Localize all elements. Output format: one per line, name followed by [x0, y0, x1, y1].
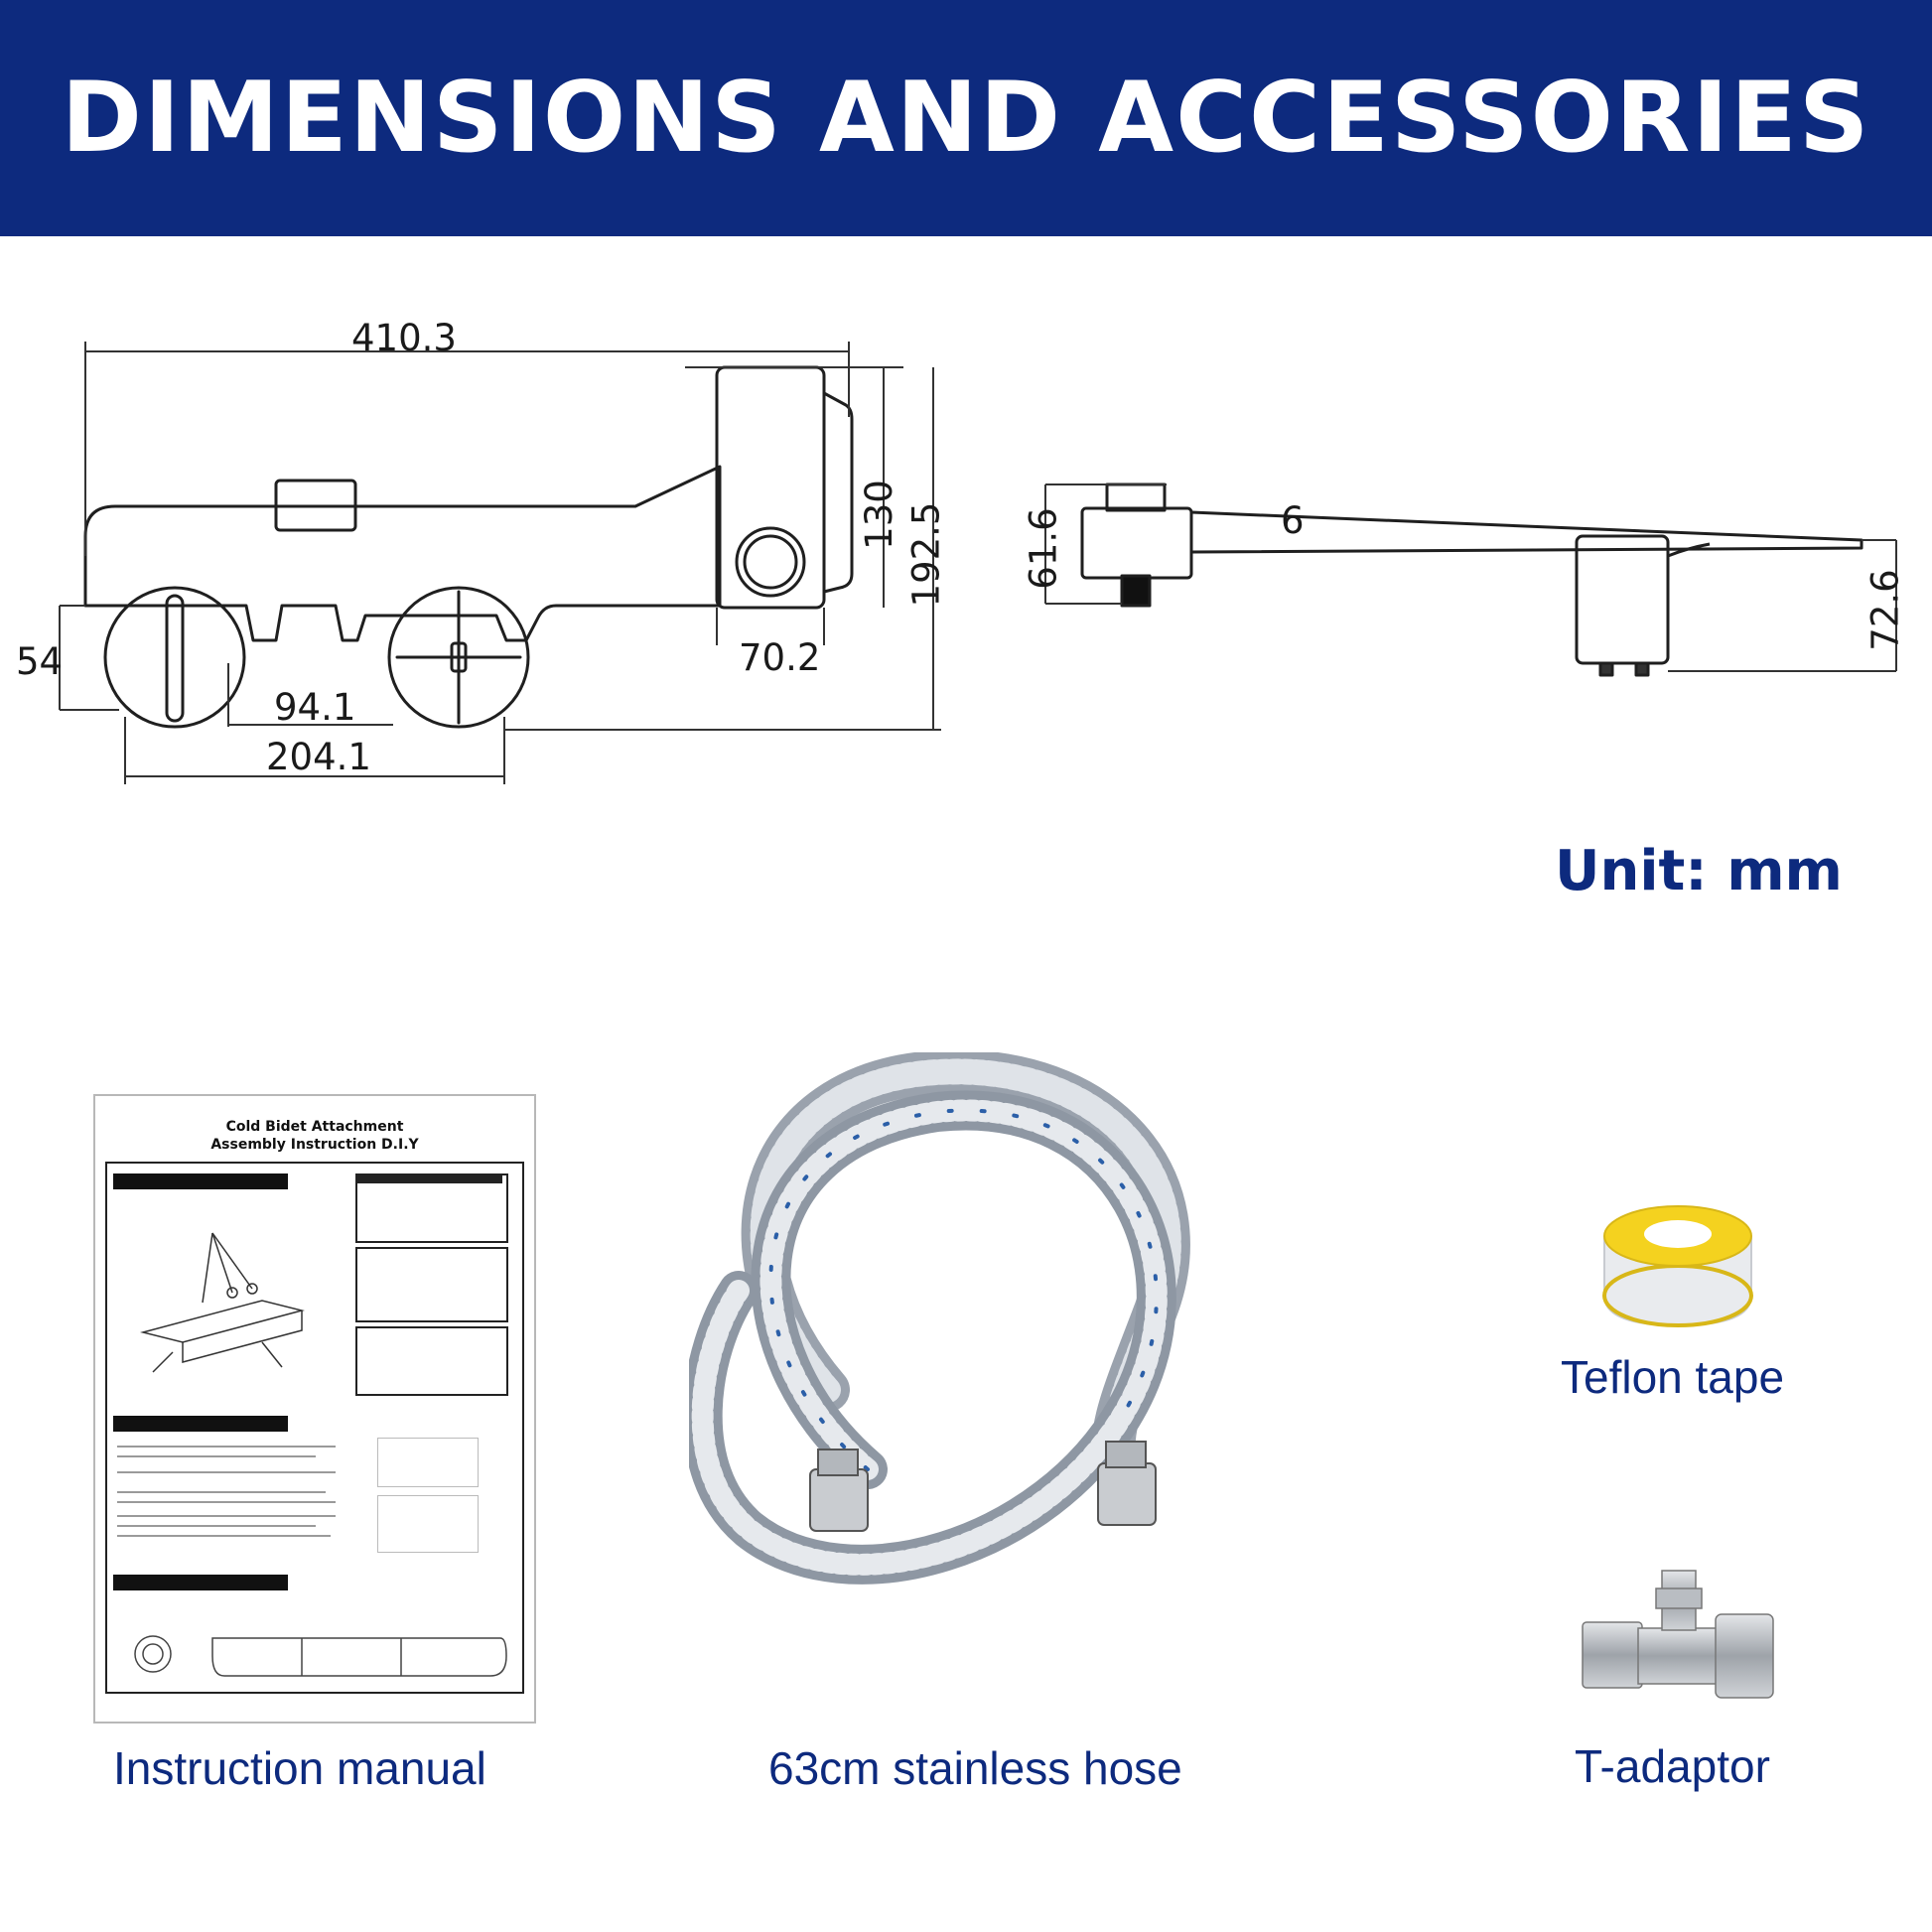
header-banner: DIMENSIONS AND ACCESSORIES — [0, 0, 1932, 236]
manual-operation-diagram — [134, 1635, 507, 1677]
caption-instruction-manual: Instruction manual — [113, 1742, 486, 1794]
instruction-manual-image: Cold Bidet Attachment Assembly Instructi… — [93, 1094, 536, 1724]
teflon-tape-image — [1602, 1205, 1753, 1327]
dim-nozzle-height: 72.6 — [1863, 569, 1907, 651]
caption-teflon-tape: Teflon tape — [1561, 1351, 1785, 1403]
t-adaptor-image — [1582, 1570, 1774, 1699]
hose-fitting-left — [809, 1449, 869, 1532]
dimension-lines — [59, 342, 941, 784]
hose-fitting-right — [1097, 1441, 1157, 1526]
side-view-plate — [1190, 510, 1863, 554]
dim-control-width: 70.2 — [739, 636, 821, 679]
dim-side-height: 61.6 — [1022, 507, 1065, 590]
right-mount — [387, 586, 530, 729]
control-box — [715, 365, 826, 610]
dim-mount-spacing: 204.1 — [266, 736, 371, 778]
dim-knob-spacing: 94.1 — [274, 686, 356, 729]
manual-title: Cold Bidet Attachment Assembly Instructi… — [210, 1119, 419, 1153]
manual-diagram — [140, 1232, 305, 1373]
control-knob-inner — [743, 534, 798, 590]
side-view-box — [1080, 506, 1193, 580]
dim-control-height: 130 — [857, 480, 900, 550]
front-view-body — [83, 465, 722, 642]
stainless-hose-image — [689, 1052, 1190, 1585]
left-mount — [103, 586, 246, 729]
dim-inlet-height: 54 — [16, 640, 64, 683]
front-view-top-tab — [274, 479, 357, 532]
dim-total-height: 192.5 — [904, 501, 948, 608]
unit-label: Unit: mm — [1555, 839, 1843, 903]
side-view-inlet — [1120, 574, 1152, 608]
caption-t-adaptor: T-adaptor — [1575, 1740, 1770, 1792]
technical-drawing — [59, 342, 1897, 784]
control-knob-outer — [735, 526, 806, 598]
caption-stainless-hose: 63cm stainless hose — [768, 1742, 1182, 1794]
page-title: DIMENSIONS AND ACCESSORIES — [61, 62, 1871, 175]
dim-plate-thickness: 6 — [1281, 499, 1305, 542]
manual-page — [105, 1162, 524, 1694]
dim-overall-length: 410.3 — [351, 317, 457, 359]
